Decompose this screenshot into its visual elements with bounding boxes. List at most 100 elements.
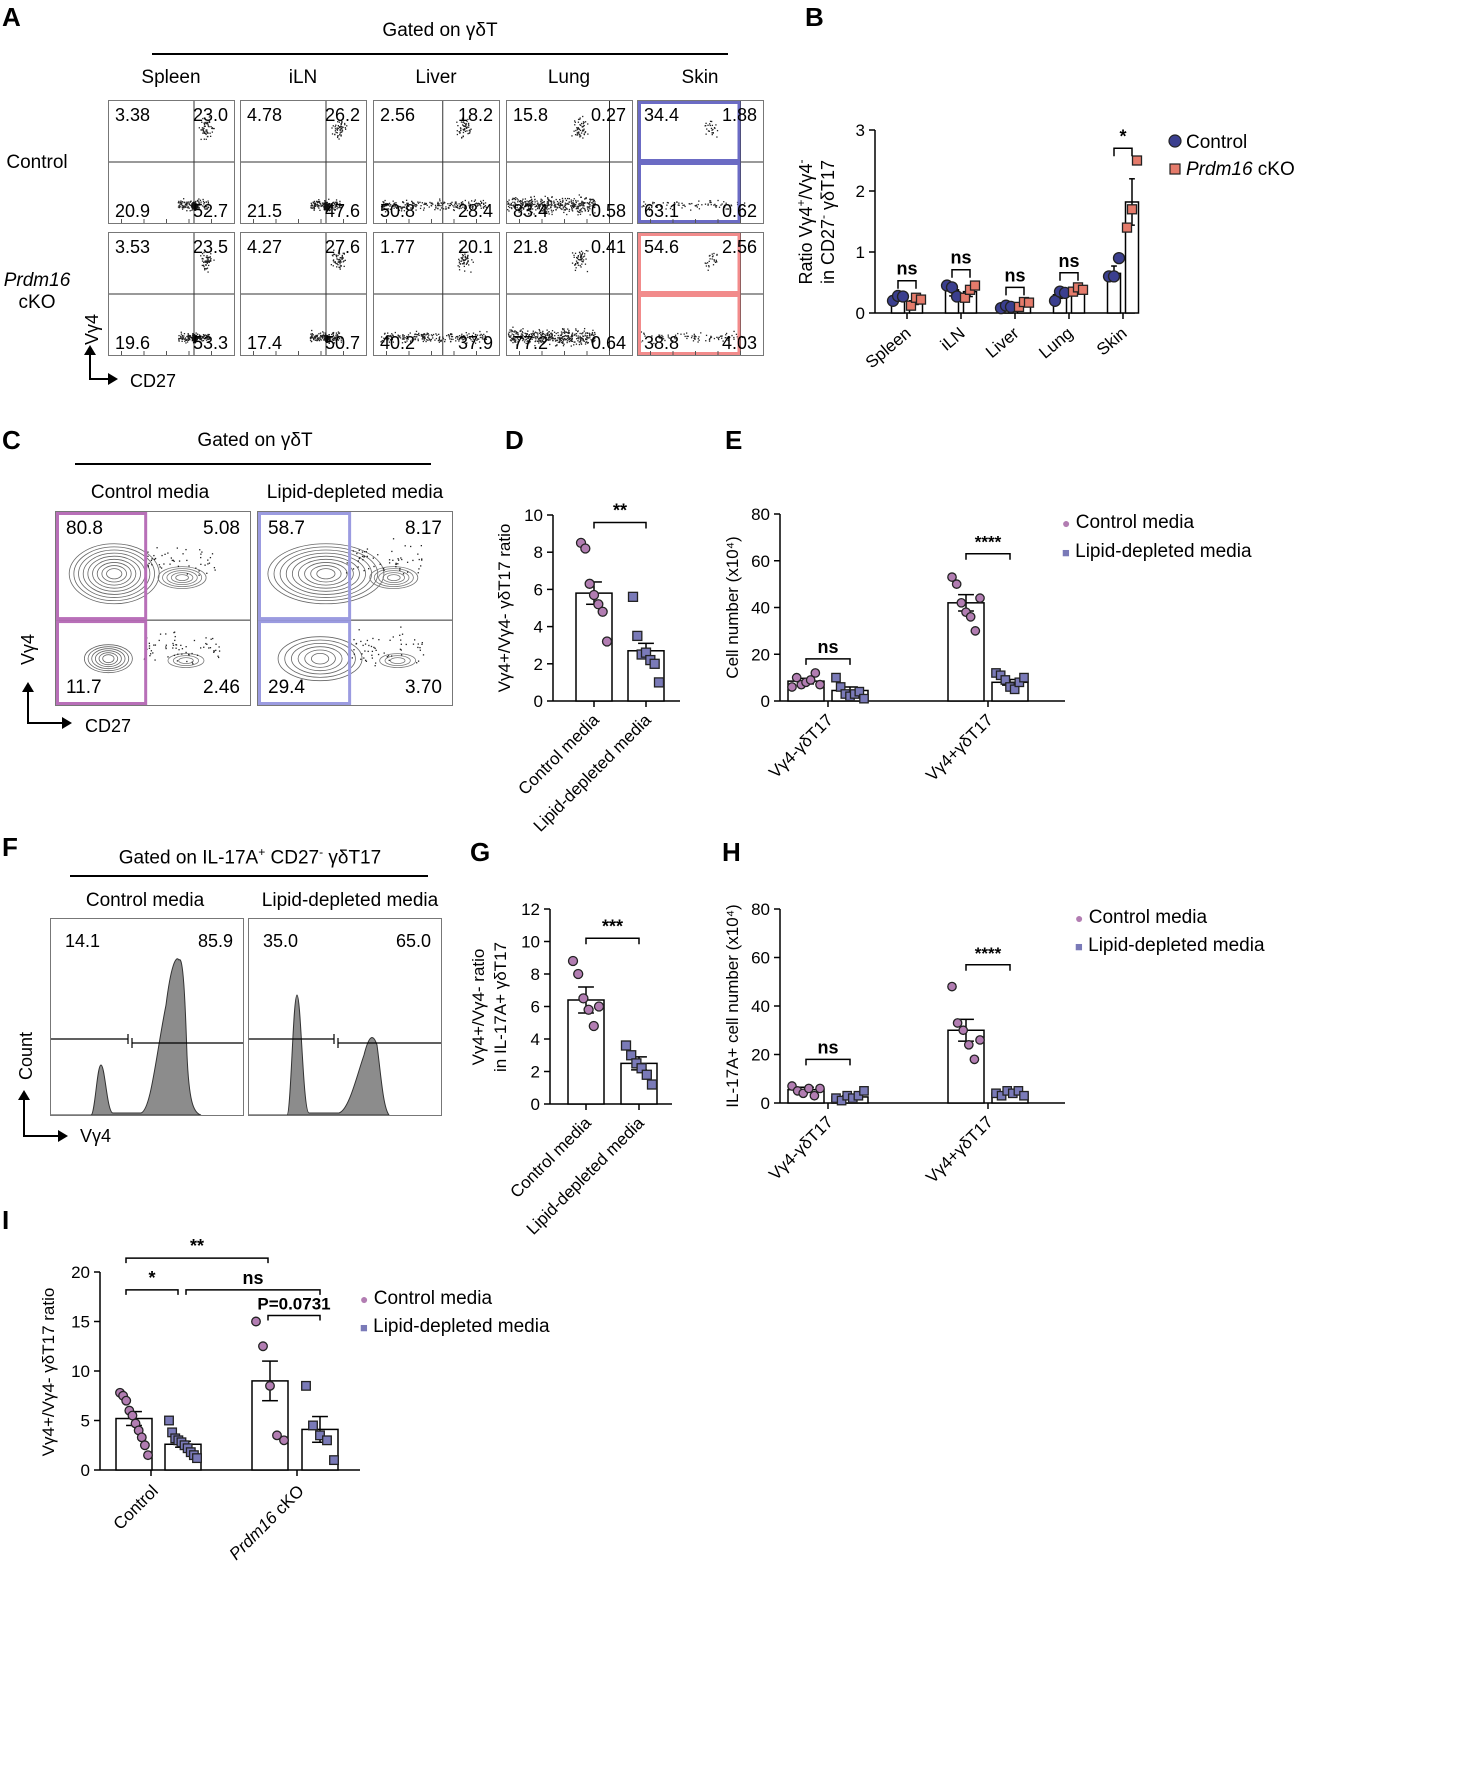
event-dot bbox=[336, 266, 338, 268]
event-dot bbox=[331, 127, 333, 129]
event-dot bbox=[200, 337, 202, 339]
event-dot bbox=[568, 340, 571, 343]
event-dot bbox=[332, 259, 335, 261]
event-dot bbox=[445, 206, 447, 208]
event-dot bbox=[591, 331, 594, 334]
event-dot bbox=[479, 330, 481, 333]
skin-gate-box-lower bbox=[638, 162, 741, 223]
event-dot bbox=[357, 566, 359, 568]
event-dot bbox=[207, 121, 209, 124]
event-dot bbox=[564, 332, 566, 334]
event-dot bbox=[339, 128, 341, 131]
event-dot bbox=[203, 131, 205, 133]
event-dot bbox=[465, 207, 467, 209]
event-dot bbox=[464, 128, 466, 131]
event-dot bbox=[336, 336, 338, 338]
event-dot bbox=[317, 206, 319, 208]
event-dot bbox=[725, 208, 727, 210]
event-dot bbox=[412, 204, 414, 207]
event-dot bbox=[531, 203, 534, 205]
event-dot bbox=[311, 207, 313, 209]
event-dot bbox=[512, 341, 514, 344]
panel-a-row-label-control: Control bbox=[6, 152, 68, 173]
event-dot bbox=[461, 333, 463, 335]
event-dot bbox=[583, 202, 586, 204]
event-dot bbox=[575, 208, 577, 210]
event-dot bbox=[313, 336, 315, 338]
event-dot bbox=[324, 332, 327, 334]
event-dot bbox=[417, 643, 419, 645]
event-dot bbox=[423, 207, 425, 209]
event-dot bbox=[581, 201, 584, 203]
event-dot bbox=[577, 211, 580, 213]
event-dot bbox=[650, 342, 652, 345]
event-dot bbox=[591, 333, 593, 335]
event-dot bbox=[437, 203, 439, 205]
event-dot bbox=[579, 118, 581, 120]
event-dot bbox=[432, 337, 434, 339]
event-dot bbox=[334, 261, 336, 263]
panel-g-bar bbox=[567, 999, 605, 1105]
event-dot bbox=[580, 122, 583, 125]
event-dot bbox=[694, 337, 696, 340]
event-dot bbox=[324, 334, 327, 336]
panel-i-sig-ctrl-bracket bbox=[125, 1289, 179, 1295]
event-dot bbox=[533, 333, 535, 335]
event-dot bbox=[323, 337, 325, 339]
quadrant-percent: 0.64 bbox=[590, 333, 626, 353]
event-dot bbox=[532, 336, 535, 339]
event-dot bbox=[339, 268, 341, 270]
event-dot bbox=[573, 198, 575, 200]
event-dot bbox=[442, 338, 445, 340]
event-dot bbox=[483, 338, 485, 340]
event-dot bbox=[336, 201, 338, 204]
event-dot bbox=[472, 205, 474, 207]
event-dot bbox=[191, 338, 194, 340]
event-dot bbox=[401, 207, 404, 209]
event-dot bbox=[438, 341, 441, 343]
event-dot bbox=[733, 330, 735, 333]
event-dot bbox=[547, 332, 549, 334]
event-dot bbox=[338, 119, 340, 121]
event-dot bbox=[326, 208, 329, 211]
event-dot bbox=[193, 207, 195, 210]
event-dot bbox=[450, 203, 453, 205]
event-dot bbox=[566, 208, 568, 210]
event-dot bbox=[586, 342, 589, 344]
quadrant-percent: 37.9 bbox=[457, 333, 493, 353]
event-dot bbox=[556, 344, 558, 346]
event-dot bbox=[204, 205, 207, 207]
flow-scatter bbox=[241, 233, 366, 355]
event-dot bbox=[544, 340, 547, 342]
panel-a-x-axis-label: CD27 bbox=[130, 371, 177, 391]
event-dot bbox=[541, 339, 543, 342]
event-dot bbox=[540, 200, 542, 203]
event-dot bbox=[388, 341, 391, 343]
event-dot bbox=[202, 198, 204, 201]
event-dot bbox=[383, 652, 385, 654]
event-dot bbox=[352, 568, 355, 570]
event-dot bbox=[400, 654, 403, 656]
event-dot bbox=[468, 126, 470, 128]
event-dot bbox=[340, 337, 343, 339]
event-dot bbox=[372, 557, 374, 559]
event-dot bbox=[705, 122, 707, 124]
event-dot bbox=[313, 206, 315, 208]
event-dot bbox=[531, 202, 533, 204]
event-dot bbox=[156, 547, 158, 549]
event-dot bbox=[334, 208, 337, 211]
event-dot bbox=[468, 333, 470, 335]
panel-d-y-tick-label: 4 bbox=[534, 618, 543, 637]
event-dot bbox=[673, 336, 676, 339]
event-dot bbox=[344, 127, 346, 129]
event-dot bbox=[192, 332, 194, 335]
event-dot bbox=[693, 335, 696, 337]
event-dot bbox=[560, 331, 563, 333]
event-dot bbox=[203, 122, 205, 124]
event-dot bbox=[375, 649, 377, 651]
event-dot bbox=[465, 263, 468, 265]
event-dot bbox=[340, 131, 342, 133]
event-dot bbox=[548, 208, 550, 210]
event-dot bbox=[400, 557, 402, 559]
